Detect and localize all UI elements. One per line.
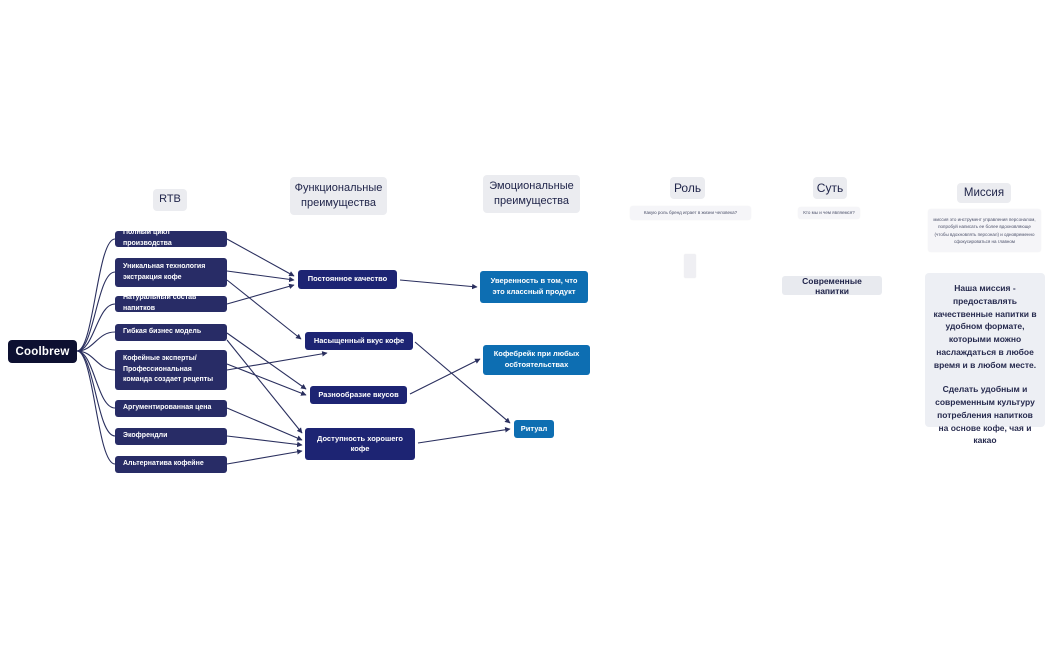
connector-arrow[interactable] [226,339,303,434]
functional-node[interactable]: Постоянное качество [298,270,397,289]
connector-root-rtb[interactable] [76,350,116,409]
column-header-essence[interactable]: Суть [813,177,847,199]
root-node-coolbrew[interactable]: Coolbrew [8,340,77,363]
rtb-node[interactable]: Гибкая бизнес модель [115,324,227,341]
rtb-node[interactable]: Натуральный состав напитков [115,294,227,312]
connector-arrow[interactable] [226,351,328,371]
mission-statement[interactable]: Наша миссия - предоставлять качественные… [925,273,1045,445]
rtb-node[interactable]: Экофрендли [115,428,227,445]
connector-arrow[interactable] [417,427,511,444]
rtb-node[interactable]: Кофейные эксперты/ Профессиональная кома… [115,350,227,390]
connector-root-rtb[interactable] [76,271,116,352]
connector-arrow[interactable] [226,449,303,465]
node-label: Экофрендли [123,432,168,440]
column-header-emotional[interactable]: Эмоциональные преимущества [483,175,580,213]
connector-root-rtb[interactable] [76,350,116,437]
essence-node[interactable]: Современные напитки [782,275,882,296]
column-header-label: Эмоциональные преимущества [489,179,574,207]
column-header-rtb[interactable]: RTB [153,189,187,211]
node-label: Разнообразие вкусов [318,389,399,399]
rtb-node[interactable]: Аргументированная цена [115,400,227,417]
connector-arrow[interactable] [226,279,302,340]
node-label: Кофейные эксперты/ Профессиональная кома… [123,354,214,384]
node-label: Натуральный состав напитков [123,294,197,312]
node-label: Доступность хорошего кофе [317,433,403,454]
functional-node[interactable]: Доступность хорошего кофе [305,428,415,460]
node-label: Насыщенный вкус кофе [313,335,405,345]
rtb-node[interactable]: Альтернатива кофейне [115,456,227,473]
connector-arrow[interactable] [414,341,511,424]
mission-paragraph-1: Наша миссия - предоставлять качественные… [933,283,1037,370]
connector-root-rtb[interactable] [76,238,116,352]
connector-arrow[interactable] [399,279,478,290]
node-label: Полный цикл производства [123,229,172,247]
hint-note-role[interactable]: Какую роль бренд играет в жизни человека… [630,206,751,220]
connector-arrow[interactable] [409,358,481,395]
mission-paragraph-2: Сделать удобным и современным культуру п… [935,384,1035,446]
rtb-node[interactable]: Полный цикл производства [115,229,227,247]
node-label: Ритуал [520,423,548,433]
node-label: Современные напитки [802,275,862,296]
column-header-role[interactable]: Роль [670,177,705,199]
connector-root-rtb[interactable] [76,350,116,465]
column-header-label: Функциональные преимущества [294,181,383,209]
hint-text: Какую роль бренд играет в жизни человека… [643,210,738,216]
column-header-label: Роль [673,180,702,195]
connector-root-rtb[interactable] [76,331,116,352]
node-label: Кофебрейк при любых осбтоятельствах [493,349,580,369]
hint-text: Кто мы и чем являемся? [803,210,855,216]
column-header-label: Суть [816,180,844,195]
emotional-node[interactable]: Ритуал [514,420,554,438]
connector-arrow[interactable] [226,363,307,396]
node-label: Уверенность в том, что это классный прод… [490,276,578,296]
emotional-node[interactable]: Кофебрейк при любых осбтоятельствах [483,345,590,375]
hint-text: миссия это инструмент управления персона… [933,217,1036,244]
functional-node[interactable]: Разнообразие вкусов [310,386,407,404]
column-header-functional[interactable]: Функциональные преимущества [290,177,387,215]
connector-arrow[interactable] [226,283,295,305]
connector-arrow[interactable] [226,435,303,448]
connector-arrow[interactable] [226,270,295,283]
empty-placeholder-node[interactable] [684,254,696,278]
root-node-label: Coolbrew [15,345,70,358]
hint-note-mission[interactable]: миссия это инструмент управления персона… [928,209,1041,252]
node-label: Уникальная технология экстракция кофе [123,262,206,281]
connector-arrow[interactable] [226,407,303,441]
node-label: Альтернатива кофейне [123,460,204,468]
emotional-node[interactable]: Уверенность в том, что это классный прод… [480,271,588,303]
connector-arrow[interactable] [226,332,307,390]
connector-root-rtb[interactable] [76,303,116,352]
column-header-label: RTB [159,193,181,206]
node-label: Аргументированная цена [123,404,212,412]
column-header-mission[interactable]: Миссия [957,183,1011,203]
node-label: Постоянное качество [307,274,388,284]
node-label: Гибкая бизнес модель [123,328,202,336]
column-header-label: Миссия [963,186,1005,199]
functional-node[interactable]: Насыщенный вкус кофе [305,332,413,350]
hint-note-essence[interactable]: Кто мы и чем являемся? [798,207,860,219]
rtb-node[interactable]: Уникальная технология экстракция кофе [115,258,227,287]
connector-arrow[interactable] [226,238,295,277]
